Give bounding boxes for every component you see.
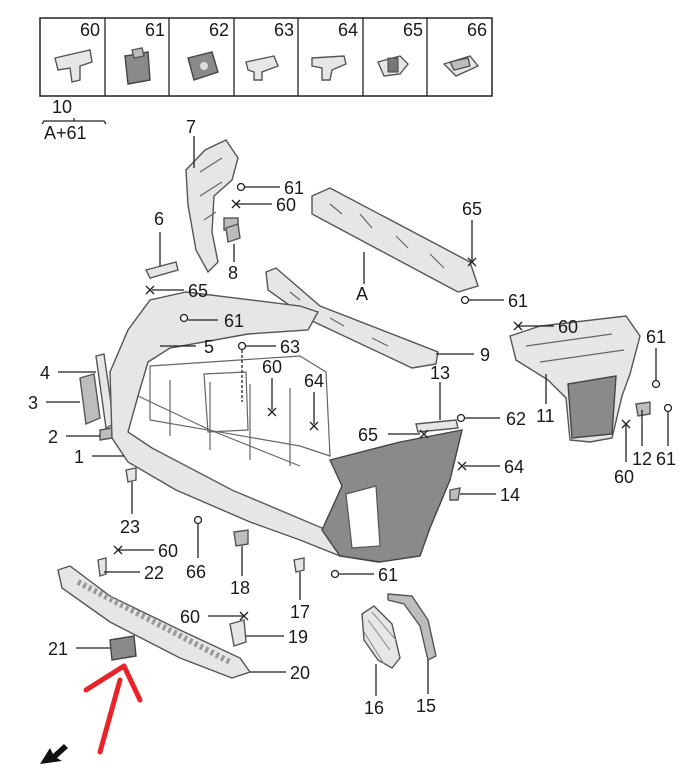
callout-4: 4: [40, 363, 50, 383]
callout-60: 60: [558, 317, 578, 337]
part-14-clip: [449, 487, 461, 501]
part-A-beam: [311, 187, 479, 293]
part-1-bumper-cover: [109, 291, 463, 563]
part-16-grille-insert: [361, 605, 401, 669]
callout-61: 61: [378, 565, 398, 585]
callout-6: 6: [154, 209, 164, 229]
callout-61: 61: [646, 327, 666, 347]
fastener-65-icon: [377, 55, 409, 77]
legend-number-64: 64: [338, 20, 358, 40]
callout-12: 12: [632, 449, 652, 469]
part-22-clip: [97, 557, 107, 577]
callout-60: 60: [180, 607, 200, 627]
fastener-66-icon: [442, 55, 480, 77]
callout-23: 23: [120, 517, 140, 537]
legend-number-62: 62: [209, 20, 229, 40]
callout-62: 62: [506, 409, 526, 429]
callout-14: 14: [500, 485, 520, 505]
callout-60: 60: [614, 467, 634, 487]
direction-arrow-icon: [40, 744, 68, 764]
callout-65: 65: [358, 425, 378, 445]
annotation-arrow-icon: [83, 663, 143, 755]
callout-61: 61: [284, 178, 304, 198]
callout-16: 16: [364, 698, 384, 718]
callout-7: 7: [186, 117, 196, 137]
callout-1: 1: [74, 447, 84, 467]
callout-22: 22: [144, 563, 164, 583]
legend-number-63: 63: [274, 20, 294, 40]
callout-17: 17: [290, 602, 310, 622]
fastener-60-icon: [54, 49, 93, 83]
part-13-strip: [415, 419, 459, 433]
callout-65: 65: [462, 199, 482, 219]
callout-A: A: [356, 284, 368, 304]
part-17-clip: [293, 557, 305, 573]
callout-65: 65: [188, 281, 208, 301]
callout-19: 19: [288, 627, 308, 647]
callout-66: 66: [186, 562, 206, 582]
part-21-pad: [109, 635, 137, 661]
callout-61: 61: [656, 449, 676, 469]
callout-18: 18: [230, 578, 250, 598]
part-7-bracket: [185, 139, 239, 274]
legend-number-60: 60: [80, 20, 100, 40]
group-number: 10: [52, 97, 72, 117]
callout-21: 21: [48, 639, 68, 659]
leader-lines: [46, 136, 673, 696]
assembly-group-label: 10 A+61: [41, 97, 107, 143]
callout-labels: 7 61 60 65 6 8 A 61 65 61 60 61 5 63 9 4…: [28, 117, 676, 718]
part-2-clip: [99, 427, 113, 441]
callout-9: 9: [480, 345, 490, 365]
callout-61: 61: [508, 291, 528, 311]
callout-20: 20: [290, 663, 310, 683]
callout-2: 2: [48, 427, 58, 447]
callout-13: 13: [430, 363, 450, 383]
part-3-bracket: [79, 373, 101, 426]
part-12-clip: [635, 401, 651, 417]
part-6-clip: [144, 261, 179, 279]
part-11-frame: [509, 315, 641, 443]
part-9-reinforcement: [265, 267, 439, 369]
part-8-clip: [225, 223, 241, 243]
fastener-legend: 60 61 62 63 64 65 66: [39, 17, 493, 97]
callout-5: 5: [204, 337, 214, 357]
part-19-bracket: [229, 619, 247, 647]
callout-61: 61: [224, 311, 244, 331]
fastener-64-icon: [311, 55, 347, 81]
callout-60: 60: [158, 541, 178, 561]
callout-64: 64: [504, 457, 524, 477]
callout-63: 63: [280, 337, 300, 357]
legend-number-65: 65: [403, 20, 423, 40]
callout-11: 11: [536, 406, 555, 426]
callout-64: 64: [304, 371, 324, 391]
part-18-clip: [233, 529, 249, 547]
fastener-63-icon: [245, 55, 279, 81]
callout-60: 60: [262, 357, 282, 377]
legend-number-61: 61: [145, 20, 165, 40]
callout-15: 15: [416, 696, 436, 716]
part-23-clip: [125, 467, 137, 483]
legend-number-66: 66: [467, 20, 487, 40]
fastener-61-icon: [124, 47, 151, 85]
callout-60: 60: [276, 195, 296, 215]
callout-8: 8: [228, 263, 238, 283]
callout-3: 3: [28, 393, 38, 413]
fastener-62-icon: [187, 51, 219, 81]
group-formula: A+61: [44, 123, 87, 143]
